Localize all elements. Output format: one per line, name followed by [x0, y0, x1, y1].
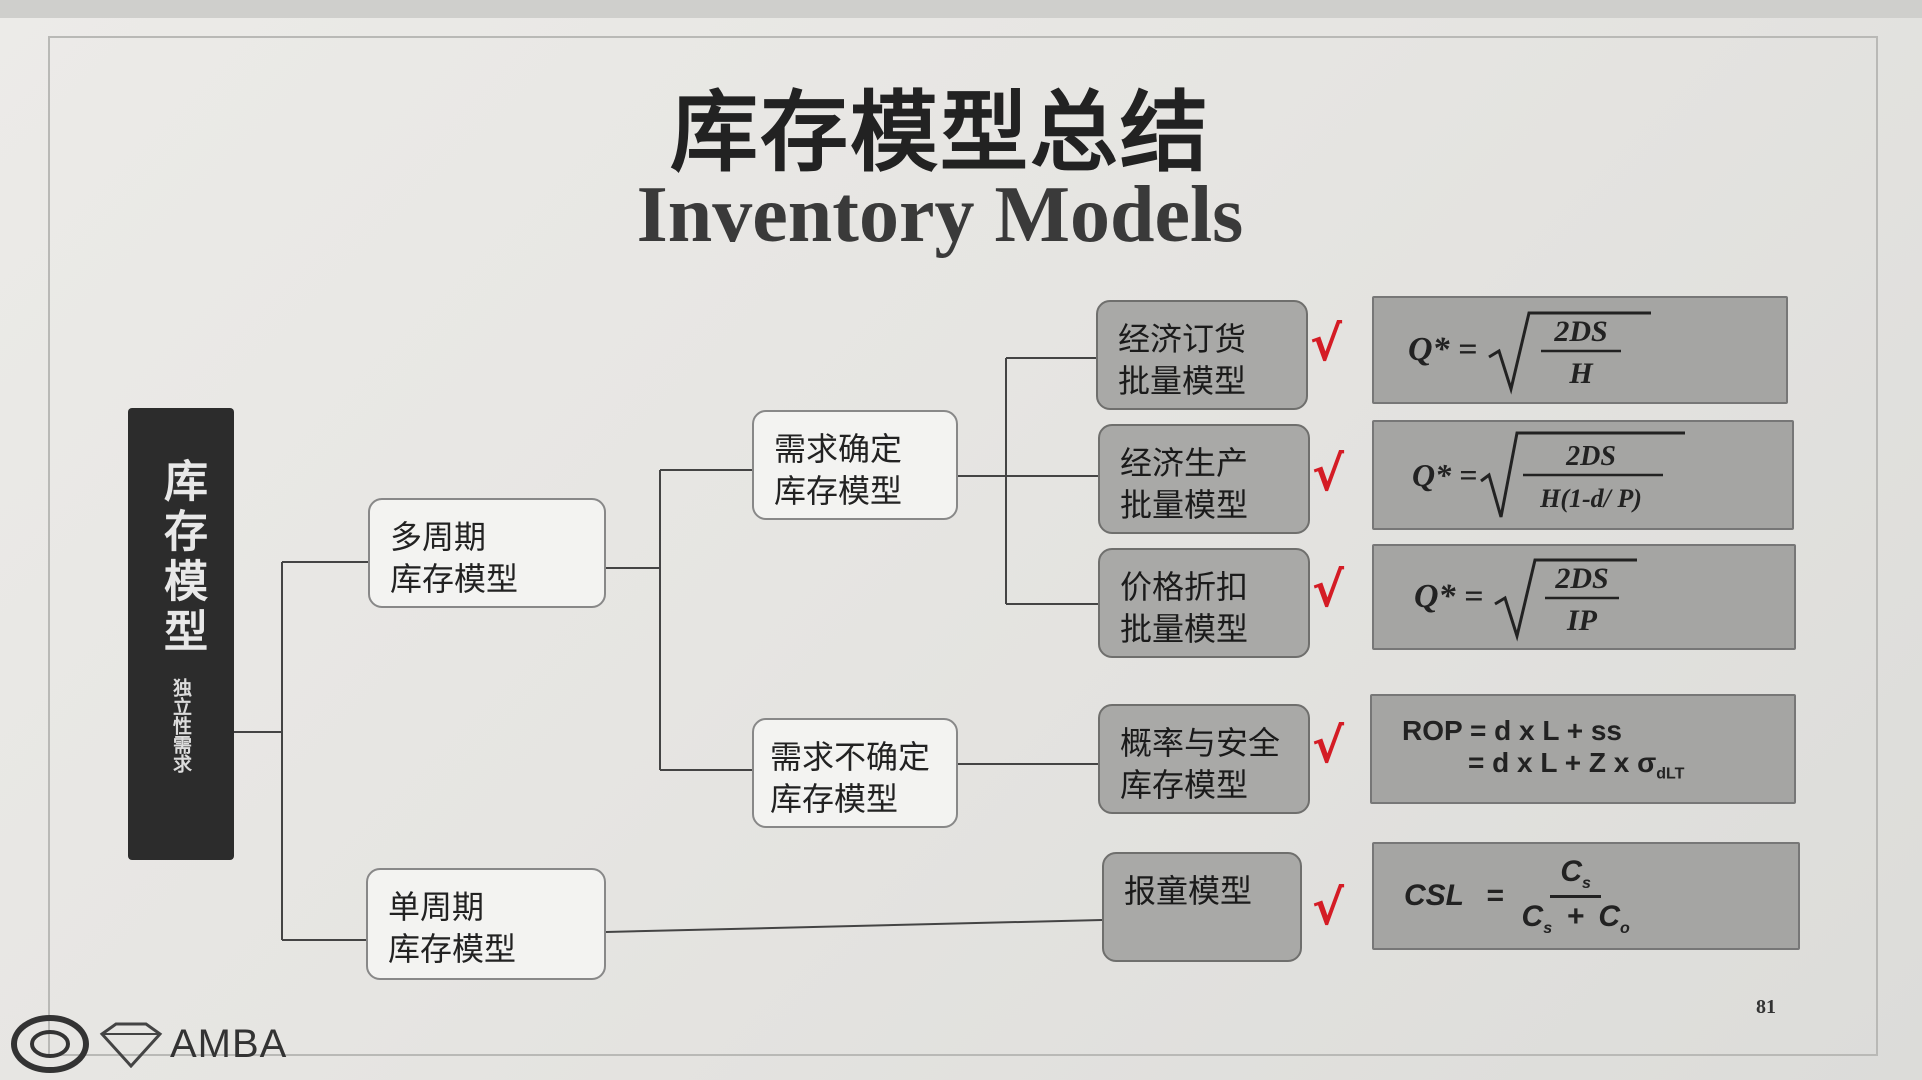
node-line-2: 库存模型	[770, 780, 899, 818]
node-line-1: 单周期	[388, 888, 485, 926]
diamond-logo-icon	[99, 1022, 163, 1068]
formula-eoq: Q* = 2DS H	[1372, 296, 1788, 404]
csl-den-a-sub: s	[1543, 919, 1553, 937]
csl-denominator: Cs + Co	[1522, 898, 1630, 938]
rop-line-2: = d x L + Z x σ	[1468, 746, 1657, 778]
csl-fraction: Cs Cs + Co	[1522, 855, 1630, 938]
node-multi-period: 多周期 库存模型	[368, 498, 606, 608]
sqrt-sign: 2DS H	[1488, 311, 1652, 395]
node-line-2: 批量模型	[1120, 610, 1249, 648]
csl-num-sub: s	[1582, 874, 1591, 892]
node-line-1: 需求不确定	[770, 738, 931, 776]
fraction-den: IP	[1566, 604, 1598, 637]
csl-den-b: C	[1598, 899, 1620, 933]
check-mark-newsvendor: √	[1312, 880, 1345, 936]
root-node-inventory-models: 库存模型 独立性需求	[128, 408, 234, 860]
node-demand-certain: 需求确定 库存模型	[752, 410, 958, 520]
formula-lhs: Q* =	[1412, 456, 1478, 493]
formula-epq: Q* = 2DS H(1-d/ P)	[1372, 420, 1794, 530]
node-probability: 概率与安全 库存模型	[1098, 704, 1310, 814]
node-line-1: 概率与安全	[1120, 724, 1281, 762]
csl-den-plus: +	[1566, 899, 1584, 933]
seal-logo-icon	[11, 1015, 89, 1073]
check-mark-eoq: √	[1310, 316, 1343, 372]
node-newsvendor: 报童模型	[1102, 852, 1302, 962]
formula-lhs: Q* =	[1408, 331, 1478, 368]
node-line-1: 价格折扣	[1120, 568, 1249, 606]
check-mark-probability: √	[1312, 718, 1345, 774]
csl-lhs: CSL	[1404, 879, 1464, 912]
node-line-1: 经济生产	[1120, 444, 1249, 482]
csl-equals: =	[1486, 879, 1504, 912]
fraction-den: H	[1569, 357, 1595, 390]
rop-line-2-row: = d x L + Z x σdLT	[1468, 747, 1684, 784]
node-line-1: 多周期	[390, 518, 487, 556]
formula-csl: CSL = Cs Cs + Co	[1372, 842, 1800, 950]
node-line-2: 库存模型	[390, 560, 519, 598]
formula-lhs: Q* =	[1414, 578, 1484, 615]
node-line-2: 库存模型	[1120, 766, 1249, 804]
csl-den-b-sub: o	[1620, 919, 1630, 937]
node-line-1: 报童模型	[1124, 872, 1253, 910]
top-strip	[0, 0, 1922, 18]
node-line-2: 库存模型	[774, 472, 903, 510]
rop-sigma-subscript: dLT	[1656, 765, 1685, 783]
node-epq: 经济生产 批量模型	[1098, 424, 1310, 534]
page-number: 81	[1756, 996, 1776, 1018]
node-line-2: 批量模型	[1118, 362, 1247, 400]
root-title: 库存模型	[156, 458, 207, 658]
slide-border	[48, 36, 1878, 1056]
slide-title-en: Inventory Models	[636, 171, 1244, 259]
node-line-1: 经济订货	[1118, 320, 1247, 358]
sqrt-sign: 2DS IP	[1494, 558, 1638, 642]
fraction-num: 2DS	[1565, 441, 1616, 472]
formula-discount: Q* = 2DS IP	[1372, 544, 1796, 650]
csl-den-a: C	[1521, 899, 1544, 933]
node-line-1: 需求确定	[774, 430, 903, 468]
node-single-period: 单周期 库存模型	[366, 868, 606, 980]
csl-numerator: Cs	[1550, 855, 1601, 898]
fraction-num: 2DS	[1555, 562, 1609, 595]
node-discount: 价格折扣 批量模型	[1098, 548, 1310, 658]
check-mark-epq: √	[1312, 446, 1345, 502]
node-line-2: 库存模型	[388, 930, 517, 968]
node-line-2: 批量模型	[1120, 486, 1249, 524]
formula-rop: ROP = d x L + ss = d x L + Z x σdLT	[1370, 694, 1796, 804]
fraction-den: H(1-d/ P)	[1539, 484, 1642, 513]
slide-title-cn: 库存模型总结	[669, 81, 1210, 184]
sqrt-sign: 2DS H(1-d/ P)	[1480, 431, 1686, 518]
fraction-num: 2DS	[1554, 315, 1608, 348]
rop-line-1: ROP = d x L + ss	[1402, 714, 1622, 746]
node-eoq: 经济订货 批量模型	[1096, 300, 1308, 410]
csl-num-c: C	[1560, 854, 1583, 888]
node-demand-uncertain: 需求不确定 库存模型	[752, 718, 958, 828]
root-subtitle: 独立性需求	[170, 678, 192, 773]
check-mark-discount: √	[1312, 562, 1345, 618]
amba-logo-text: AMBA	[170, 1022, 288, 1066]
